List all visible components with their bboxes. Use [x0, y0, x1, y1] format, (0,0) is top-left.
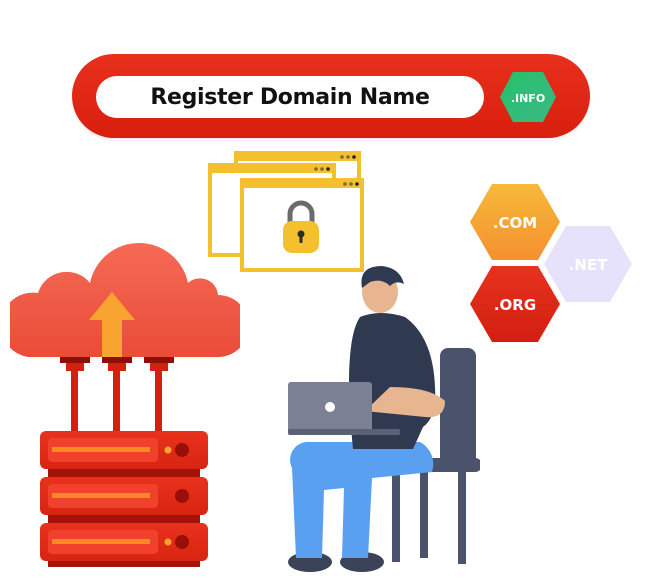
server-rack-icon	[40, 431, 208, 567]
register-domain-label: Register Domain Name	[150, 84, 430, 110]
svg-text:.COM: .COM	[493, 214, 537, 232]
laptop-icon	[288, 382, 400, 435]
padlock-icon	[283, 200, 319, 253]
register-domain-field[interactable]: Register Domain Name	[96, 76, 484, 118]
hex-net[interactable]: .NET	[544, 226, 632, 302]
domain-hexagons: .COM .NET .ORG	[470, 184, 632, 342]
person-with-laptop	[288, 266, 480, 572]
hex-com[interactable]: .COM	[470, 184, 560, 260]
secure-browser-windows	[208, 151, 364, 272]
info-badge-icon[interactable]: .INFO	[499, 71, 557, 123]
cloud-server-illustration	[10, 242, 240, 567]
hex-org[interactable]: .ORG	[470, 266, 560, 342]
svg-text:.NET: .NET	[569, 256, 608, 274]
svg-text:.ORG: .ORG	[494, 296, 536, 314]
cloud-upload-icon	[10, 242, 240, 357]
info-badge-label: .INFO	[511, 92, 545, 105]
